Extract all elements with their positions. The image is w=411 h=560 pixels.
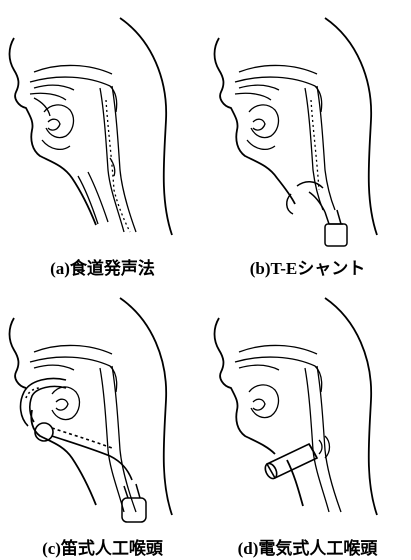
head-outline xyxy=(8,17,173,236)
pharynx-esophagus xyxy=(99,85,137,233)
shunt-valve xyxy=(286,181,326,215)
stoma-cup xyxy=(121,483,147,523)
pharynx xyxy=(99,365,137,513)
head-outline xyxy=(213,297,378,516)
panel-esophageal-speech: (a)食道発声法 xyxy=(0,0,205,280)
head-outline xyxy=(8,297,173,516)
tongue-and-jaw xyxy=(248,384,280,419)
nasal-oral-cavity xyxy=(29,344,118,393)
head-outline xyxy=(213,17,378,236)
tongue-and-jaw xyxy=(41,104,75,151)
vibration-marks xyxy=(318,435,331,459)
sound-generator xyxy=(34,422,133,481)
nasal-oral-cavity xyxy=(234,64,323,113)
pharynx xyxy=(304,365,342,513)
nasal-oral-cavity xyxy=(29,64,118,117)
panel-te-shunt: (b)T-Eシャント xyxy=(205,0,410,280)
caption-b: (b)T-Eシャント xyxy=(249,259,366,278)
esophageal-speech-illustration xyxy=(8,17,173,236)
electrolarynx-illustration xyxy=(213,297,378,516)
tongue-and-jaw xyxy=(51,386,81,421)
pneumatic-larynx-illustration xyxy=(8,297,173,523)
te-shunt-illustration xyxy=(213,17,378,247)
nasal-oral-cavity xyxy=(234,344,323,393)
mouth-tube xyxy=(19,377,67,427)
tracheostoma-tube xyxy=(324,209,348,247)
tongue-and-jaw xyxy=(246,104,280,151)
caption-a: (a)食道発声法 xyxy=(50,259,155,278)
pharynx-esophagus xyxy=(304,85,336,211)
caption-d: (d)電気式人工喉頭 xyxy=(237,539,378,558)
neck-trachea xyxy=(77,171,109,225)
electrolarynx-device xyxy=(264,442,319,480)
caption-c: (c)笛式人工喉頭 xyxy=(42,539,163,558)
panel-pneumatic-larynx: (c)笛式人工喉頭 xyxy=(0,280,205,560)
panel-electrolarynx: (d)電気式人工喉頭 xyxy=(205,280,410,560)
